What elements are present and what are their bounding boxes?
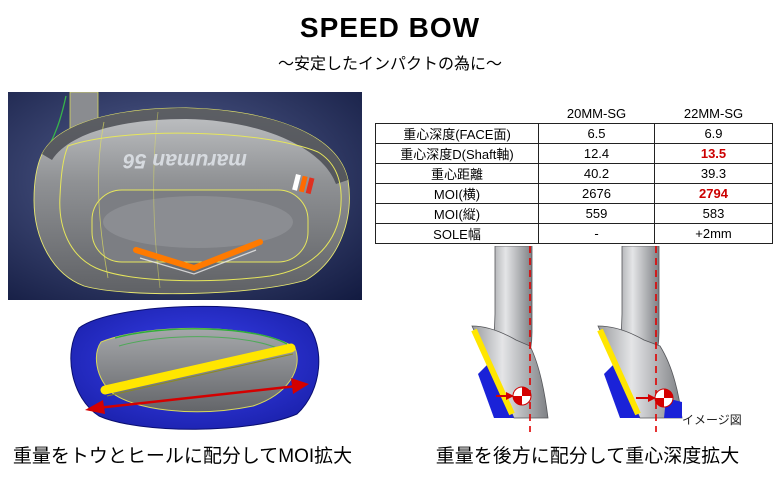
cg-diagram-20mm (440, 245, 575, 438)
table-header-row: 20MM-SG 22MM-SG (376, 103, 773, 124)
club-back-view-svg: maruman 56 (8, 91, 362, 300)
hosel-section-line (49, 95, 67, 145)
table-row: MOI(縦) 559 583 (375, 203, 773, 224)
value-20mm: 6.5 (538, 123, 655, 144)
row-label: MOI(横) (375, 183, 539, 204)
value-22mm: 2794 (654, 183, 773, 204)
image-note: イメージ図 (682, 413, 742, 427)
weight-bar (100, 343, 296, 395)
wireframe-line (153, 111, 161, 289)
cg-arrow-head (648, 394, 656, 402)
face-stripe (597, 328, 641, 416)
caption-moi: 重量をトウとヒールに配分してMOI拡大 (12, 446, 353, 467)
spec-table: 20MM-SG 22MM-SG 重心深度(FACE面) 6.5 6.9 重心深度… (375, 103, 773, 244)
moi-arrow-head-left (85, 400, 105, 414)
value-20mm: 12.4 (538, 143, 655, 164)
value-22mm: 583 (654, 203, 773, 224)
row-label: SOLE幅 (375, 223, 539, 244)
header-empty (376, 103, 539, 124)
value-22mm: 39.3 (654, 163, 773, 184)
header-20mm: 20MM-SG (566, 105, 627, 121)
cg-arrow-head (506, 392, 514, 400)
club-sole-view-svg (70, 305, 320, 430)
header-22mm: 22MM-SG (683, 105, 744, 121)
club-sole-view-image (55, 294, 333, 434)
club-back-view-image: maruman 56 (8, 91, 362, 300)
highlight (103, 196, 293, 248)
logo-badge (292, 174, 315, 195)
page-subtitle: ～安定したインパクトの為に～ (277, 56, 502, 73)
table-row: 重心距離 40.2 39.3 (375, 163, 773, 184)
cg-marker (654, 388, 674, 408)
page-title: SPEED BOW (299, 12, 481, 43)
table-row: MOI(横) 2676 2794 (375, 183, 773, 204)
cg-diagram-22mm-svg (597, 245, 683, 432)
cg-diagram-20mm-svg (471, 245, 549, 432)
sole-green-line (118, 336, 282, 351)
row-label: 重心距離 (375, 163, 539, 184)
moi-arrow-line (96, 384, 298, 410)
cavity-outline (59, 132, 342, 282)
value-22mm: 13.5 (654, 143, 773, 164)
value-22mm: 6.9 (654, 123, 773, 144)
weight-bar-edge (106, 353, 294, 397)
row-label: 重心深度D(Shaft軸) (375, 143, 539, 164)
moi-arrow-head-right (291, 378, 309, 394)
row-label: MOI(縦) (375, 203, 539, 224)
value-20mm: 40.2 (538, 163, 655, 184)
value-20mm: 2676 (538, 183, 655, 204)
caption-cg-depth: 重量を後方に配分して重心深度拡大 (435, 446, 740, 467)
value-20mm: - (538, 223, 655, 244)
value-20mm: 559 (538, 203, 655, 224)
orange-chevron (133, 239, 263, 272)
wireframe-line (98, 121, 109, 279)
cg-diagram-22mm (570, 245, 705, 438)
brand-text: maruman 56 (123, 149, 247, 172)
top-blade-band (42, 108, 348, 184)
face-stripe (471, 328, 515, 416)
table-row: 重心深度(FACE面) 6.5 6.9 (375, 123, 773, 144)
row-label: 重心深度(FACE面) (375, 123, 539, 144)
value-22mm: +2mm (654, 223, 773, 244)
table-row: SOLE幅 - +2mm (375, 223, 773, 244)
chevron-echo-line (139, 249, 257, 275)
table-row: 重心深度D(Shaft軸) 12.4 13.5 (375, 143, 773, 164)
cg-marker (512, 386, 532, 406)
sole-green-line (114, 328, 288, 345)
